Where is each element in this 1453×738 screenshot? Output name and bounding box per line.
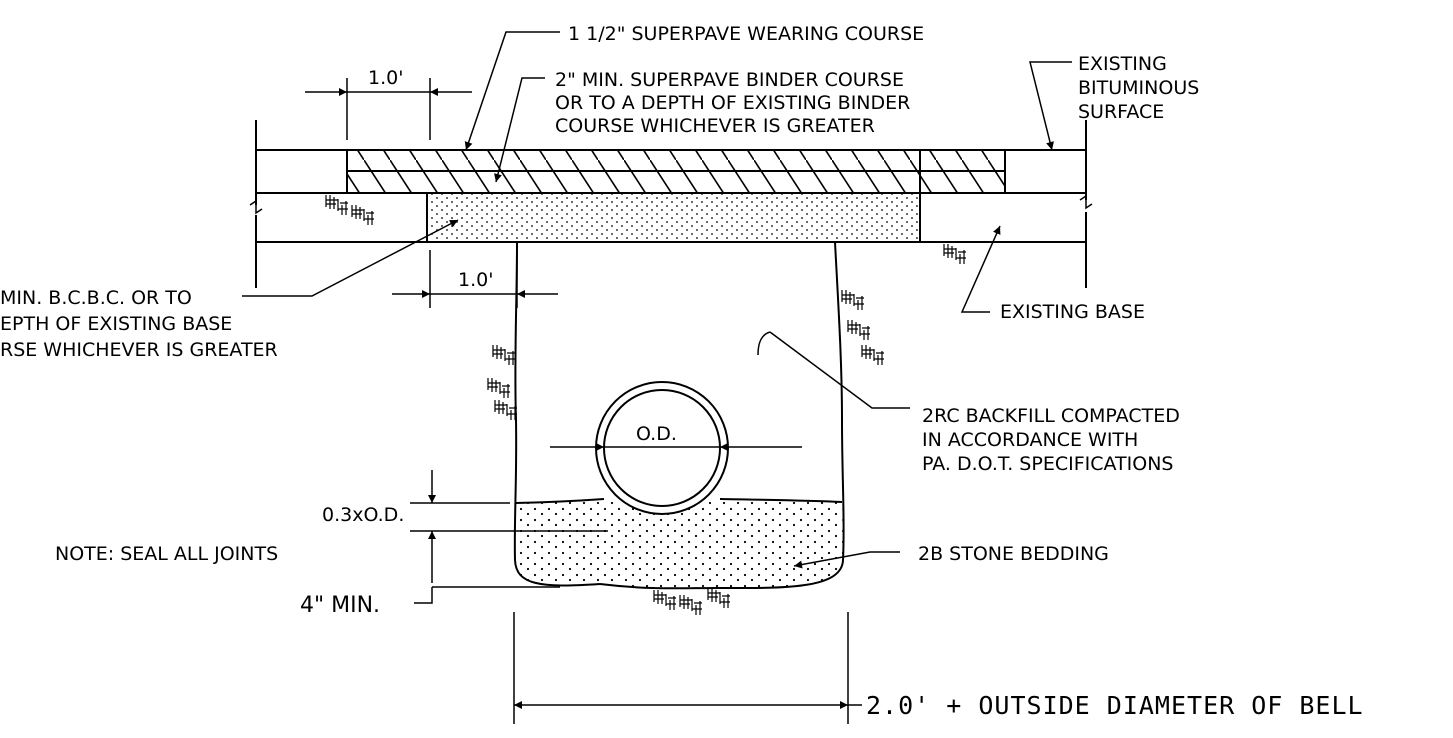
existing-base-label: EXISTING BASE [1000,301,1145,323]
backfill-label-1: 2RC BACKFILL COMPACTED [922,405,1180,427]
base-course-label-2: EPTH OF EXISTING BASE [0,313,232,335]
base-course-label-1: MIN. B.C.B.C. OR TO [0,287,192,309]
stone-bedding [515,499,843,589]
top-offset-dimension: 1.0' [368,67,403,89]
pipe-od-dimension: O.D. [636,423,677,445]
base-course [426,192,921,243]
trench-width-dimension: 2.0' + OUTSIDE DIAMETER OF BELL [866,691,1364,720]
base-course-label-3: RSE WHICHEVER IS GREATER [0,339,278,361]
existing-surface-label-2: BITUMINOUS [1078,77,1199,99]
trench-offset-dimension: 1.0' [458,269,493,291]
note-label: NOTE: SEAL ALL JOINTS [55,543,278,565]
binder-course-label-3: COURSE WHICHEVER IS GREATER [555,115,875,137]
leaders [242,31,1072,569]
backfill-label-3: PA. D.O.T. SPECIFICATIONS [922,453,1173,475]
pipe [595,381,729,515]
bedding-above-dimension: 0.3xO.D. [322,504,404,526]
stone-bedding-label: 2B STONE BEDDING [918,543,1109,565]
dimensions [305,78,862,724]
labels: 1 1/2" SUPERPAVE WEARING COURSE 2" MIN. … [0,23,1364,720]
trench [513,241,845,590]
backfill-label-2: IN ACCORDANCE WITH [922,429,1138,451]
bedding-below-dimension: 4" MIN. [300,593,380,618]
wearing-course-label: 1 1/2" SUPERPAVE WEARING COURSE [568,23,924,45]
binder-course-label-1: 2" MIN. SUPERPAVE BINDER COURSE [555,69,904,91]
superpave-courses [346,149,1006,194]
existing-surface-label-3: SURFACE [1078,101,1164,123]
existing-surface-label-1: EXISTING [1078,53,1167,75]
binder-course-label-2: OR TO A DEPTH OF EXISTING BINDER [555,92,910,114]
